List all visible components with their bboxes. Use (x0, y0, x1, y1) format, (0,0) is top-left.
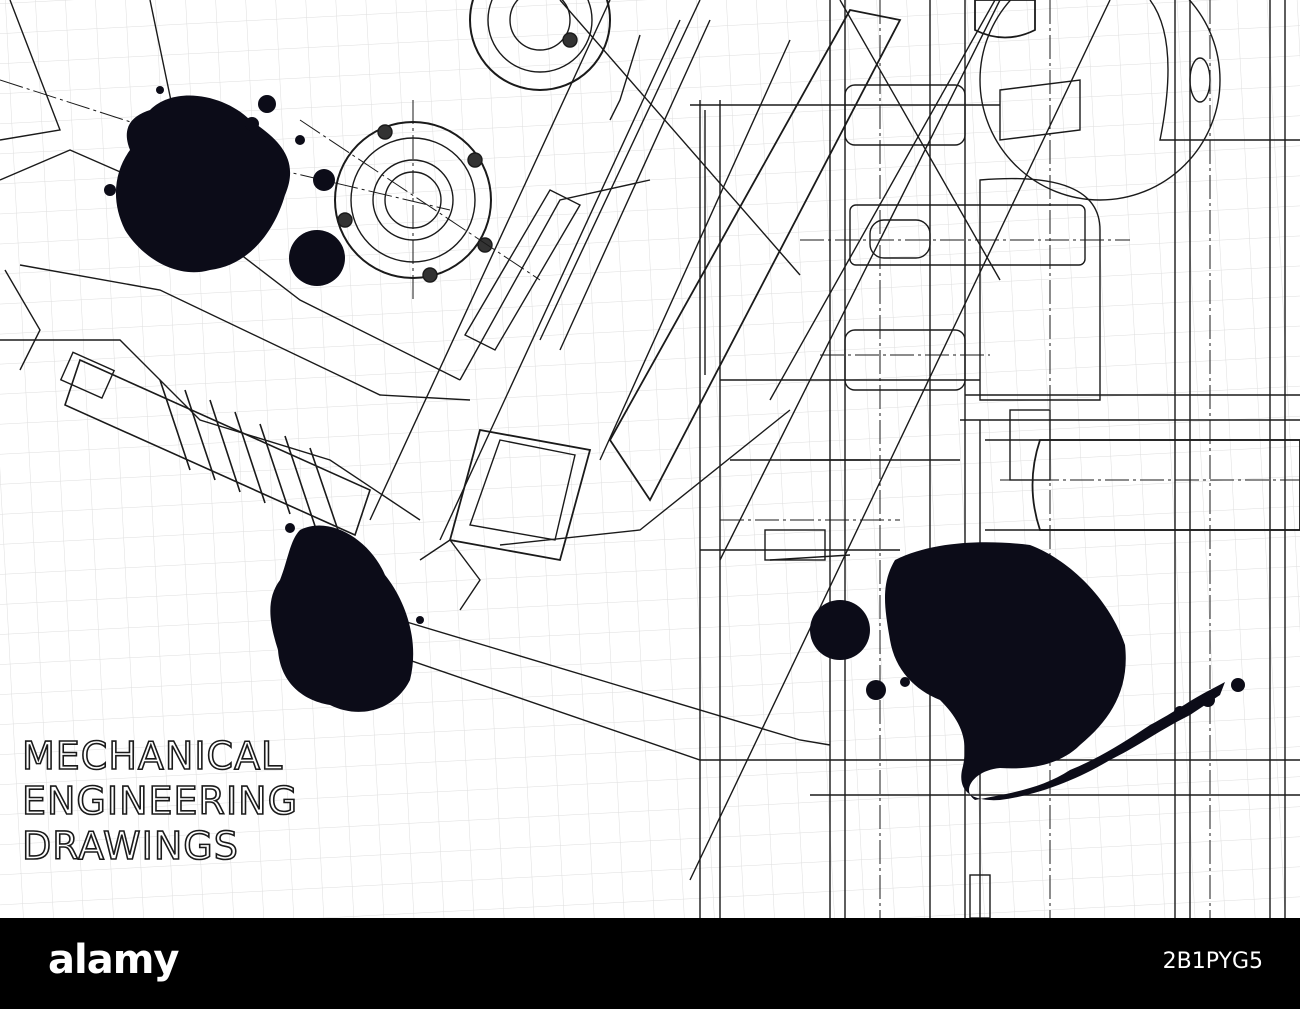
ink-splats (104, 86, 1245, 801)
blueprint-svg (0, 0, 1300, 918)
drawing-title: MECHANICAL ENGINEERING DRAWINGS (21, 733, 299, 869)
title-line-engineering: ENGINEERING (21, 778, 299, 824)
title-line-mechanical: MECHANICAL (21, 733, 284, 779)
watermark-logo: alamy (48, 937, 179, 983)
technical-drawing: MECHANICAL ENGINEERING DRAWINGS (0, 0, 1300, 918)
watermark-footer (0, 918, 1300, 1009)
title-line-drawings: DRAWINGS (21, 823, 239, 869)
stock-image-id: 2B1PYG5 (1162, 949, 1263, 974)
